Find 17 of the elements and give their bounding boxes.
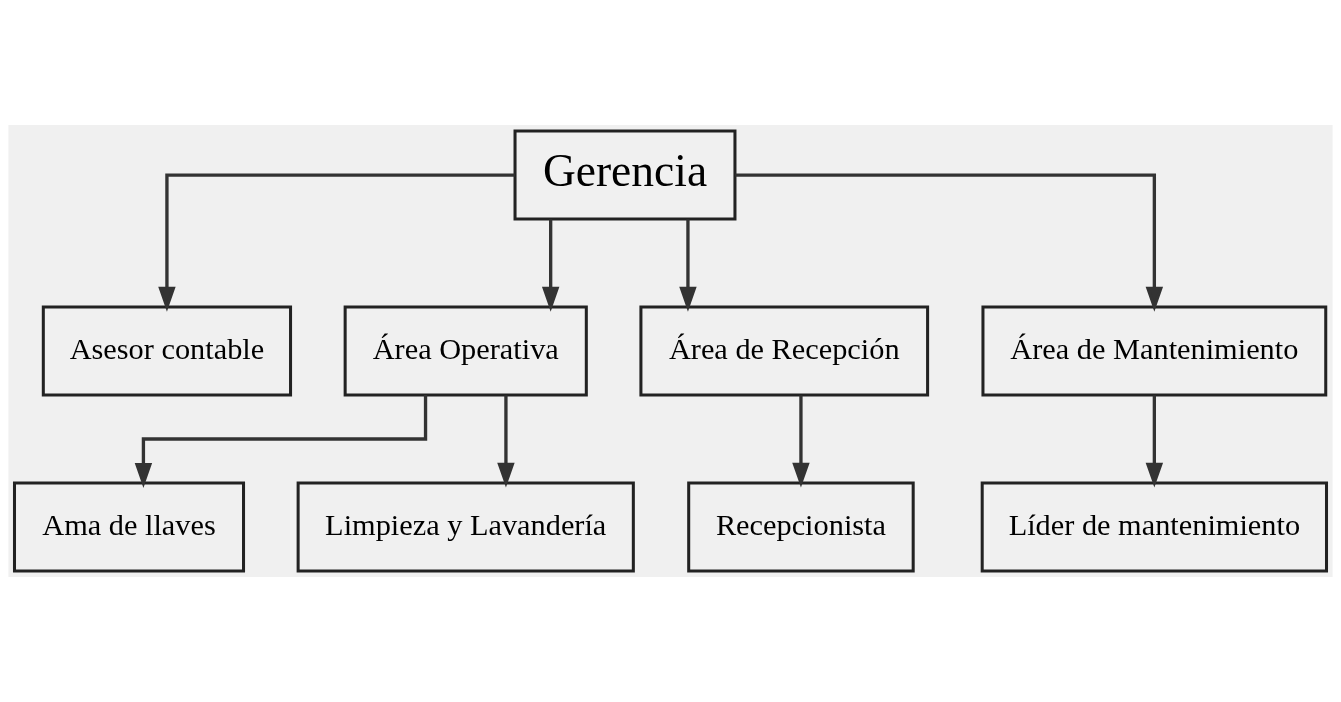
node-box: Gerencia (513, 129, 737, 221)
node-box: Área de Mantenimiento (981, 305, 1328, 397)
arrow (541, 219, 560, 312)
arrow (792, 395, 810, 488)
node-box: Limpieza y Lavandería (296, 481, 635, 573)
node-box: Recepcionista (687, 481, 915, 573)
node-box: Área de Recepción (639, 305, 930, 397)
arrow (158, 173, 515, 312)
node-box: Asesor contable (41, 305, 293, 397)
arrow (679, 219, 697, 312)
node-box: Líder de mantenimiento (980, 481, 1329, 573)
node-box: Ama de llaves (12, 481, 246, 573)
arrow (134, 395, 428, 488)
arrow (735, 173, 1164, 312)
arrow (497, 395, 515, 488)
node-box: Área Operativa (343, 305, 588, 397)
arrow (1145, 395, 1164, 488)
